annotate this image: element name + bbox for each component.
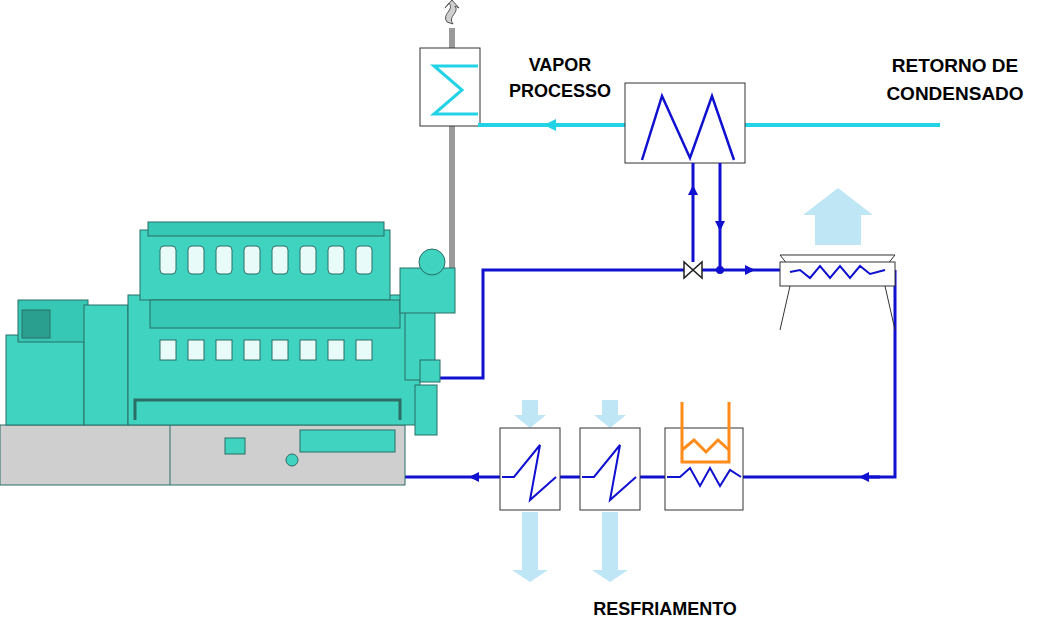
coolers (500, 400, 743, 582)
crankcase-door (160, 340, 176, 360)
cylinder-head (300, 246, 316, 274)
cylinder-head (272, 246, 288, 274)
label-text: RESFRIAMENTO (560, 596, 770, 622)
label-text: VAPOR PROCESSO (500, 52, 620, 104)
cylinder-head (160, 246, 176, 274)
cylinder-head (356, 246, 372, 274)
crankcase-door (328, 340, 344, 360)
label-text: RETORNO DE CONDENSADO (862, 52, 1048, 107)
radiator (780, 188, 895, 330)
crankcase-door (300, 340, 316, 360)
crankcase-door (244, 340, 260, 360)
cylinder-head (188, 246, 204, 274)
three-way-valve (684, 262, 702, 278)
cylinder-head (244, 246, 260, 274)
crankcase-door (216, 340, 232, 360)
cylinder-head (328, 246, 344, 274)
engine-generator (0, 222, 455, 485)
cooling-water-circuit (405, 163, 895, 477)
exhaust-stack (420, 0, 480, 282)
cylinder-head (216, 246, 232, 274)
crankcase-door (272, 340, 288, 360)
crankcase-door (356, 340, 372, 360)
crankcase-door (188, 340, 204, 360)
heat-exchanger (625, 83, 745, 163)
